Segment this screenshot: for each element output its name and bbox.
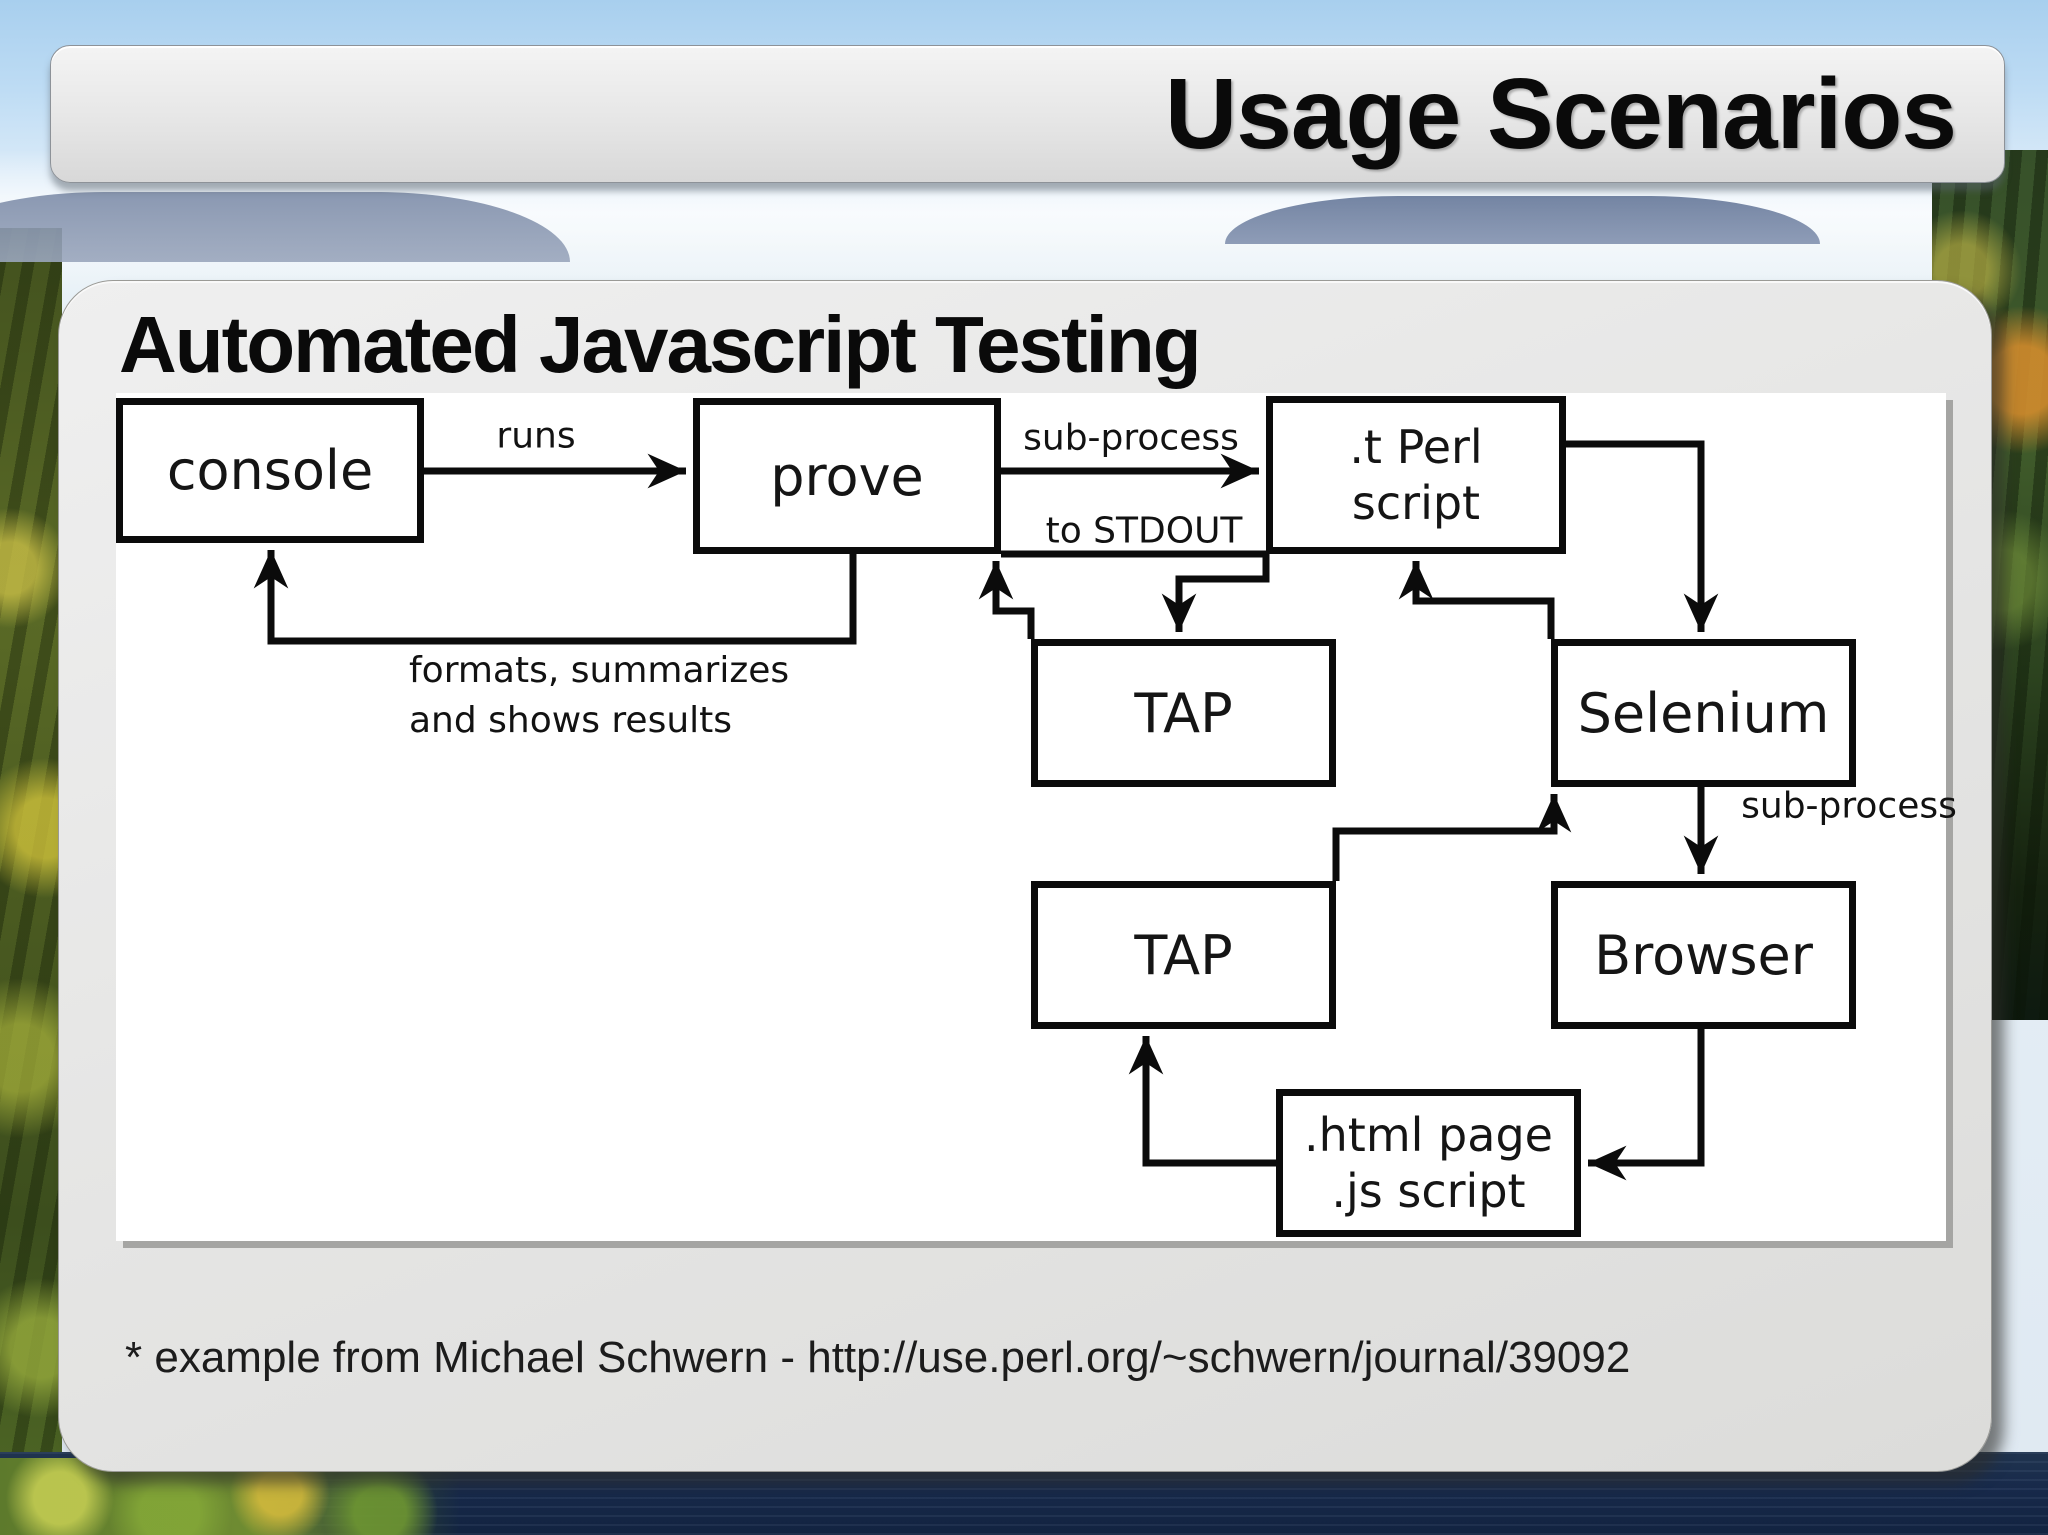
edge-label-runs: runs xyxy=(496,415,576,457)
edge-label-to-stdout: to STDOUT xyxy=(1045,510,1243,552)
edge-label-sub-process-right: sub-process xyxy=(1741,785,1957,827)
node-tap-bottom: TAP xyxy=(1031,881,1336,1029)
backdrop-hill-left xyxy=(0,192,570,262)
backdrop-forest-left xyxy=(0,228,62,1468)
node-html-page: .html page .js script xyxy=(1276,1089,1581,1237)
node-prove: prove xyxy=(693,398,1001,554)
edge-label-formats-summarizes: formats, summarizes and shows results xyxy=(409,650,790,742)
content-panel: Automated Javascript Testing xyxy=(58,280,1992,1472)
slide-title: Usage Scenarios xyxy=(1165,57,1957,170)
diagram-connectors xyxy=(253,440,1719,1181)
diagram-canvas: console prove .t Perl script TAP Seleniu… xyxy=(116,393,1957,1241)
node-t-perl-script: .t Perl script xyxy=(1266,396,1566,554)
backdrop-hill-middle xyxy=(1225,196,1820,244)
edge-label-sub-process-top: sub-process xyxy=(1023,417,1239,459)
footnote-attribution: * example from Michael Schwern - http://… xyxy=(125,1333,1631,1382)
node-tap-top: TAP xyxy=(1031,639,1336,787)
node-console: console xyxy=(116,398,424,543)
node-browser: Browser xyxy=(1551,881,1856,1029)
section-heading: Automated Javascript Testing xyxy=(119,300,1202,389)
node-selenium: Selenium xyxy=(1551,639,1856,787)
title-bar: Usage Scenarios xyxy=(50,45,2005,183)
